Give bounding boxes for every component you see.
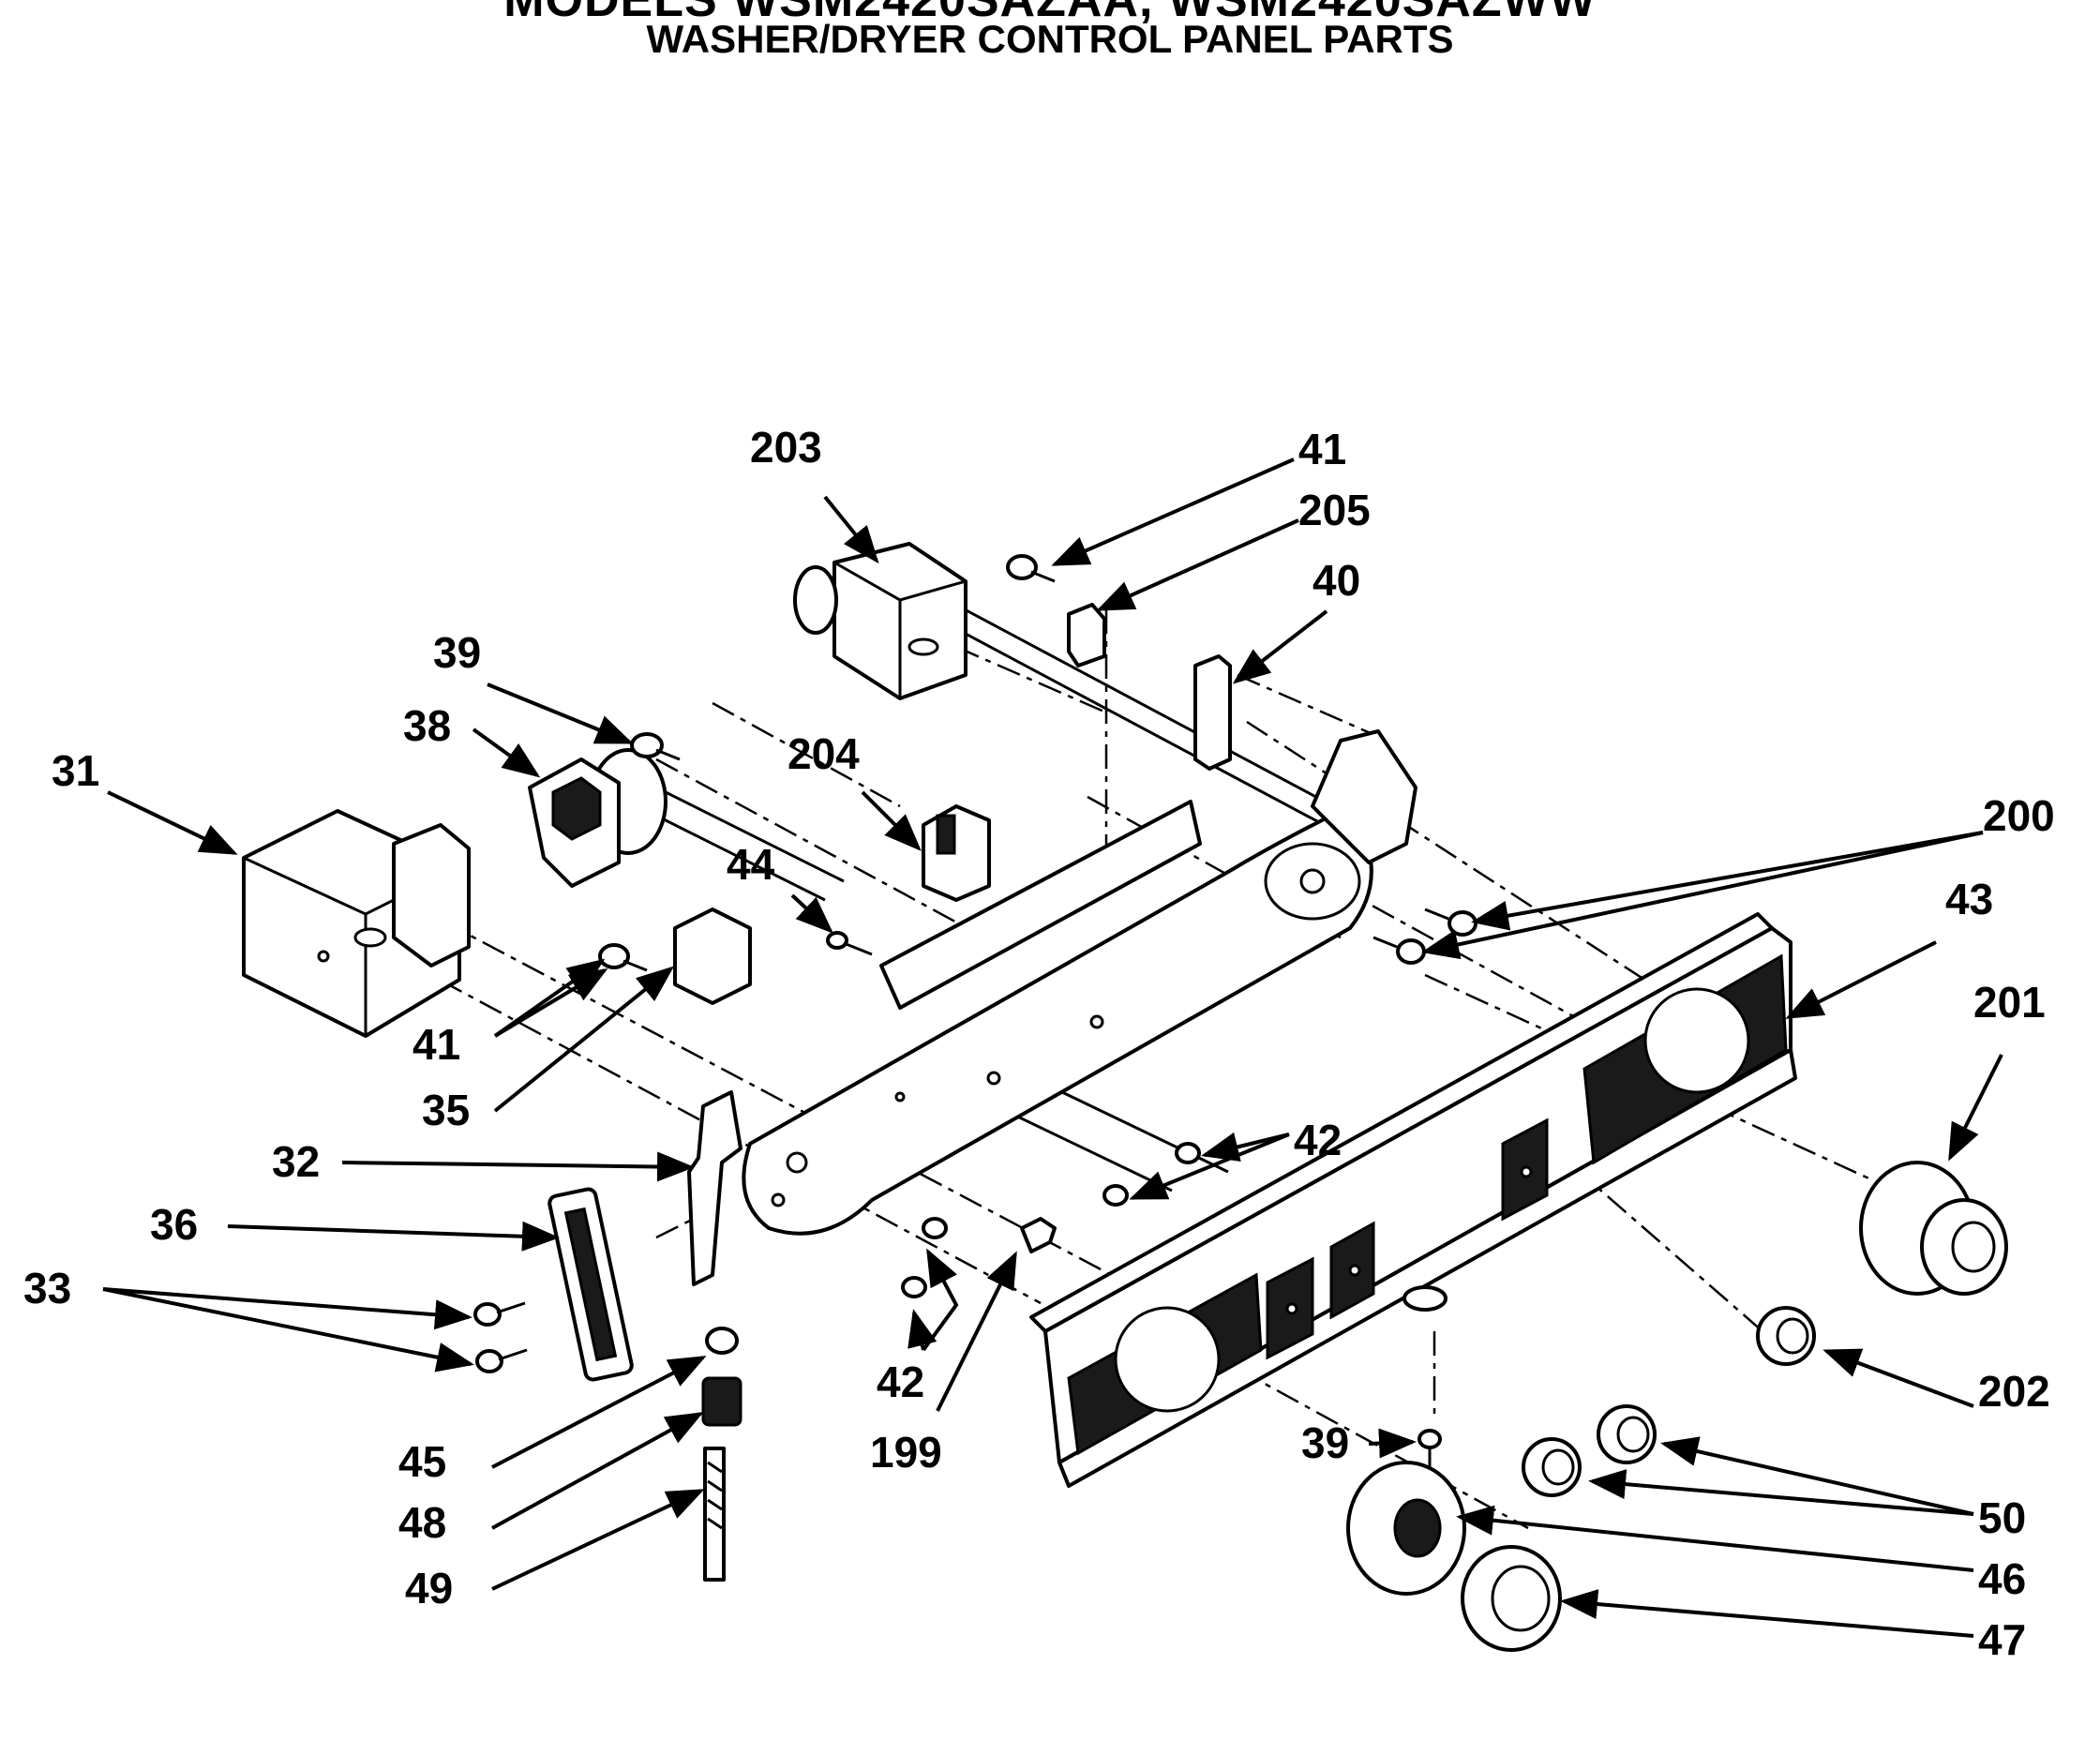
callout-203: 203 <box>750 423 822 472</box>
main-frame <box>742 729 1418 1236</box>
callout-45: 45 <box>398 1437 446 1486</box>
callout-35: 35 <box>422 1086 470 1134</box>
callout-200: 200 <box>1983 791 2055 840</box>
buttons-50 <box>1522 1404 1657 1497</box>
callout-labels: 203 41 205 40 39 38 31 204 44 200 43 201… <box>23 423 2055 1664</box>
dial-46 <box>1346 1461 1466 1596</box>
bracket-32 <box>687 1090 742 1286</box>
timer-box-31 <box>242 809 471 1038</box>
screw-39-lower <box>1402 1285 1448 1467</box>
timer-203 <box>793 542 968 700</box>
callout-39-upper: 39 <box>433 628 481 677</box>
callout-201: 201 <box>1973 978 2046 1027</box>
callout-47: 47 <box>1978 1615 2026 1664</box>
callout-49: 49 <box>405 1564 453 1612</box>
callout-204: 204 <box>788 729 860 778</box>
diagram-title: MODELS WSM2420SAZAA, WSM2420SAZWW <box>503 0 1597 27</box>
screw-39-upper <box>630 732 681 761</box>
screw-44 <box>826 931 873 956</box>
clip-205 <box>1067 603 1106 668</box>
knob-47 <box>1461 1545 1562 1652</box>
callout-33: 33 <box>23 1264 71 1312</box>
callout-41-top: 41 <box>1298 425 1346 473</box>
screws-42 <box>901 1142 1201 1298</box>
callout-44: 44 <box>727 840 775 889</box>
callout-46: 46 <box>1978 1554 2026 1603</box>
pressure-switch-38 <box>528 748 668 888</box>
switch-35 <box>673 908 752 1005</box>
screw-41-left <box>598 943 648 972</box>
callout-32: 32 <box>272 1137 320 1186</box>
callout-41-left: 41 <box>412 1020 460 1069</box>
clip-199 <box>1020 1217 1057 1253</box>
screws-33 <box>473 1301 528 1373</box>
callout-48: 48 <box>398 1498 446 1547</box>
callout-199: 199 <box>870 1428 942 1477</box>
callout-42-lower: 42 <box>877 1358 924 1406</box>
slide-36 <box>548 1187 634 1382</box>
knob-202 <box>1756 1306 1816 1366</box>
callout-202: 202 <box>1978 1367 2050 1416</box>
callout-205: 205 <box>1298 486 1371 534</box>
leader-lines <box>102 458 2003 1638</box>
callout-38: 38 <box>403 701 451 750</box>
screw-assembly-45-48-49 <box>701 1327 742 1582</box>
callout-50: 50 <box>1978 1493 2026 1542</box>
bracket-40 <box>1193 654 1232 771</box>
switch-204 <box>922 804 991 902</box>
callout-36: 36 <box>150 1200 198 1249</box>
callout-43: 43 <box>1945 875 1993 923</box>
screw-41-top <box>1006 554 1056 583</box>
knob-201 <box>1859 1161 2008 1296</box>
callout-31: 31 <box>52 746 99 795</box>
callout-39-lower: 39 <box>1301 1418 1349 1467</box>
callout-40: 40 <box>1312 556 1360 605</box>
diagram-subtitle: WASHER/DRYER CONTROL PANEL PARTS <box>646 17 1454 61</box>
callout-42-upper: 42 <box>1294 1116 1342 1164</box>
